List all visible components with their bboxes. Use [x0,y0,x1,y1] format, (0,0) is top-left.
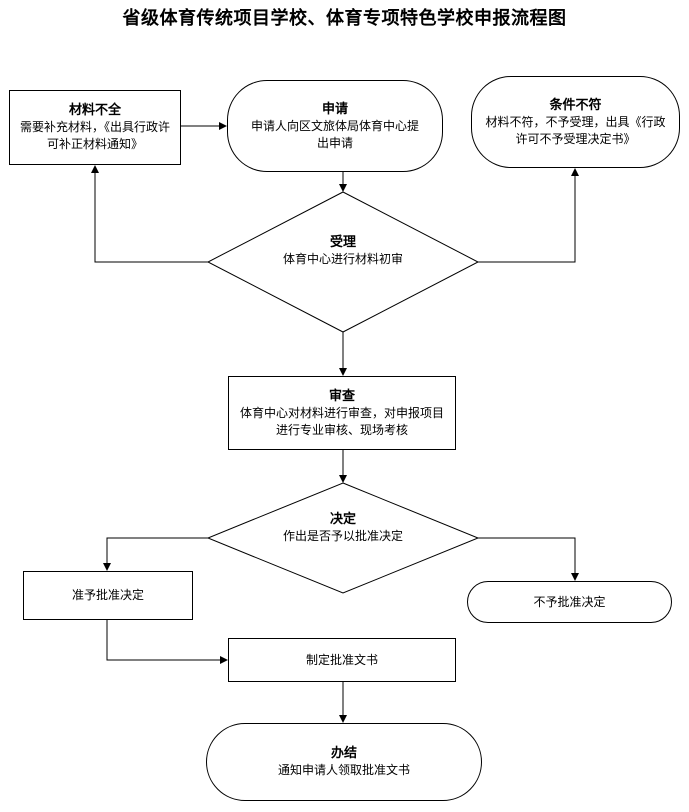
reject-box: 不予批准决定 [467,581,672,623]
accept-heading: 受理 [329,235,356,250]
review-box: 审查 体育中心对材料进行审查，对申报项目进行专业审核、现场考核 [228,376,456,450]
decide-heading: 决定 [329,512,356,527]
arrow-accept-to-unqualified [478,168,579,263]
finish-text: 通知申请人领取批准文书 [277,763,410,777]
arrow-decide-to-reject [478,537,579,581]
unqualified-box: 条件不符 材料不符，不予受理，出具《行政许可不予受理决定书》 [471,76,680,168]
document-text: 制定批准文书 [305,652,378,667]
decide-label: 决定 作出是否予以批准决定 [283,511,403,545]
page-title: 省级体育传统项目学校、体育专项特色学校申报流程图 [122,8,567,29]
review-text: 体育中心对材料进行审查，对申报项目进行专业审核、现场考核 [239,405,444,437]
apply-heading: 申请 [321,101,348,117]
accept-text: 体育中心进行材料初审 [282,252,403,266]
incomplete-heading: 材料不全 [68,103,121,118]
approve-box: 准予批准决定 [23,571,193,620]
unqualified-text: 材料不符，不予受理，出具《行政许可不予受理决定书》 [485,114,666,146]
apply-text: 申请人向区文旅体局体育中心提出申请 [250,118,419,150]
arrow-decide-to-approve [103,537,208,571]
arrow-accept-to-incomplete [91,165,208,263]
incomplete-box: 材料不全 需要补充材料，《出具行政许可补正材料通知》 [9,90,181,165]
decide-text: 作出是否予以批准决定 [283,529,404,543]
review-heading: 审查 [328,388,355,404]
incomplete-text: 需要补充材料，《出具行政许可补正材料通知》 [19,120,170,151]
document-box: 制定批准文书 [228,638,456,682]
finish-box: 办结 通知申请人领取批准文书 [206,723,482,801]
approve-text: 准予批准决定 [71,588,144,602]
accept-label: 受理 体育中心进行材料初审 [273,234,413,268]
decide-diamond [206,482,480,594]
arrow-approve-to-document [106,620,228,664]
reject-text: 不予批准决定 [533,594,606,609]
finish-heading: 办结 [330,746,357,761]
apply-box: 申请 申请人向区文旅体局体育中心提出申请 [227,80,443,172]
unqualified-heading: 条件不符 [549,97,602,113]
